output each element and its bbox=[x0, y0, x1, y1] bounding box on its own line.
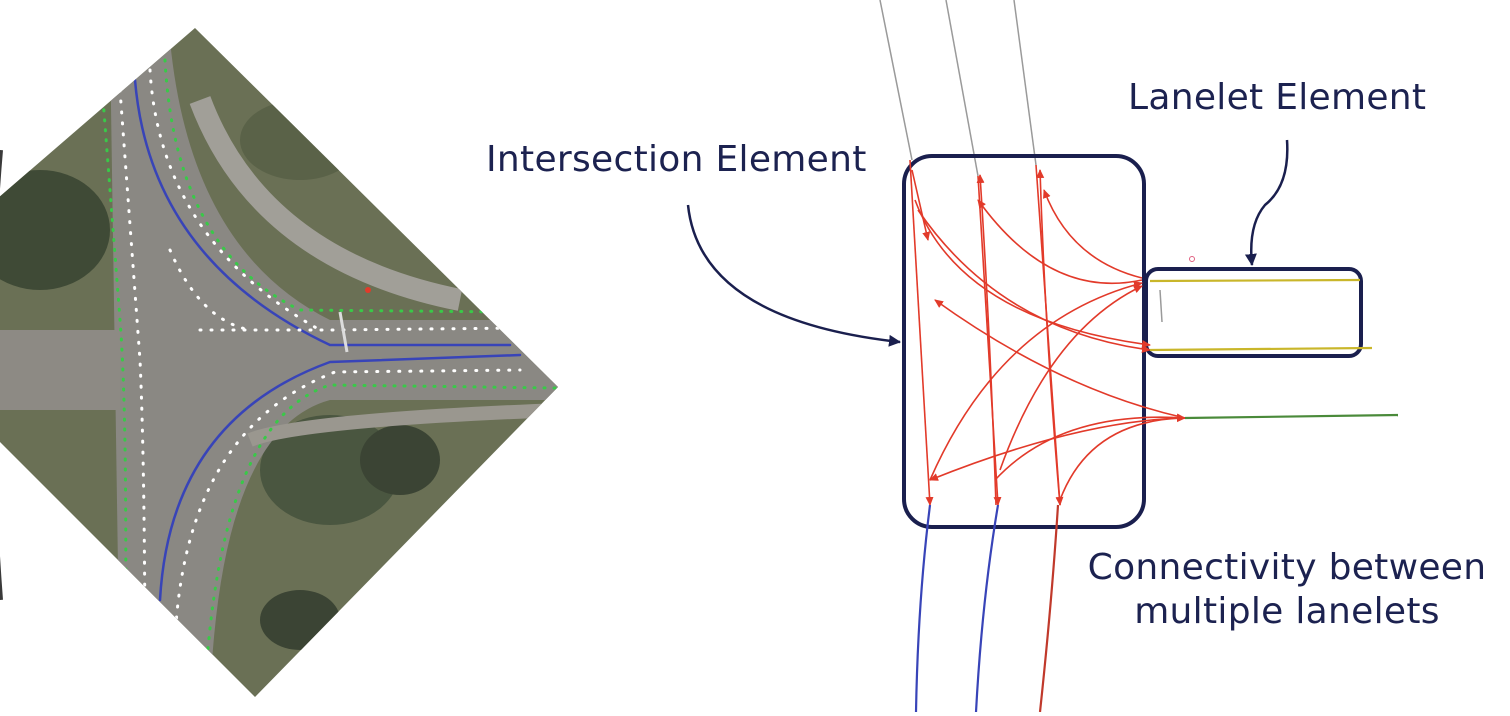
intersection-callout-arrow bbox=[686, 204, 901, 347]
connecting-lanelets bbox=[909, 159, 1186, 506]
lane-markers bbox=[98, 58, 557, 692]
lanelet-element-box bbox=[1144, 267, 1363, 358]
stop-line bbox=[338, 311, 349, 353]
incoming-guides bbox=[879, 0, 1037, 177]
red-marker bbox=[365, 287, 371, 293]
tree-patch bbox=[360, 425, 440, 495]
intersection-element-label: Intersection Element bbox=[486, 139, 867, 180]
path-surface bbox=[247, 403, 558, 447]
side-road bbox=[0, 330, 120, 410]
lanelet-lanes bbox=[1149, 256, 1399, 420]
tree-patch bbox=[260, 415, 400, 525]
connectivity-label: Connectivity between multiple lanelets bbox=[1084, 546, 1490, 634]
road-surface bbox=[110, 40, 558, 697]
connectivity-label-line2: multiple lanelets bbox=[1134, 591, 1440, 632]
tree-patch bbox=[0, 170, 110, 290]
outgoing-lanes bbox=[914, 504, 1060, 713]
tree-patch bbox=[240, 100, 360, 180]
tree-patch bbox=[260, 590, 340, 650]
connectivity-label-line1: Connectivity between bbox=[1087, 547, 1487, 588]
lanelet-element-label: Lanelet Element bbox=[1128, 77, 1427, 118]
aerial-intersection-map bbox=[0, 28, 558, 697]
path-surface bbox=[189, 96, 463, 311]
lanelet-callout-arrow bbox=[1244, 139, 1289, 266]
